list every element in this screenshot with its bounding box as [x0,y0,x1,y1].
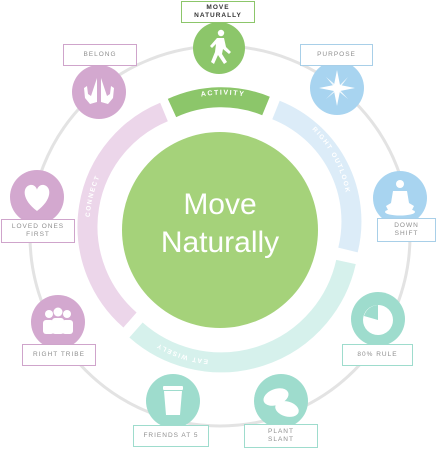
label-80-rule: 80% RULE [342,344,413,366]
arc-eat-wisely [129,259,356,373]
walking-person-icon [210,29,231,64]
heart-icon [24,184,50,211]
center-title: Move Naturally [160,188,280,259]
node-friends-at-5 [146,374,200,428]
beans-icon [263,388,299,417]
label-move-naturally: MOVE NATURALLY [181,1,255,23]
center-circle [122,132,318,328]
label-friends-at-5: FRIENDS AT 5 [133,425,209,447]
node-belong [72,65,126,119]
label-right-tribe: RIGHT TRIBE [22,344,96,366]
label-belong: BELONG [63,44,137,66]
arc-connect [77,102,168,328]
cup-icon [163,386,183,415]
node-80-rule [351,292,405,346]
compass-star-icon [319,70,355,106]
meditation-icon [385,180,415,216]
praying-hands-icon [84,78,114,104]
pie-80-icon [363,305,393,335]
arc-activity [167,87,270,118]
node-purpose [310,61,364,115]
label-plant-slant: PLANT SLANT [244,424,318,448]
node-right-tribe [31,295,85,349]
label-down-shift: DOWN SHIFT [377,218,436,242]
node-move-naturally [193,22,245,74]
label-purpose: PURPOSE [300,44,373,66]
node-loved-ones-first [10,170,64,224]
arc-label-activity: ACTIVITY [200,90,245,99]
group-icon [43,307,73,334]
node-down-shift [373,171,427,225]
label-loved-ones-first: LOVED ONES FIRST [1,219,75,243]
arc-right-outlook [272,100,362,253]
node-plant-slant [254,374,308,428]
